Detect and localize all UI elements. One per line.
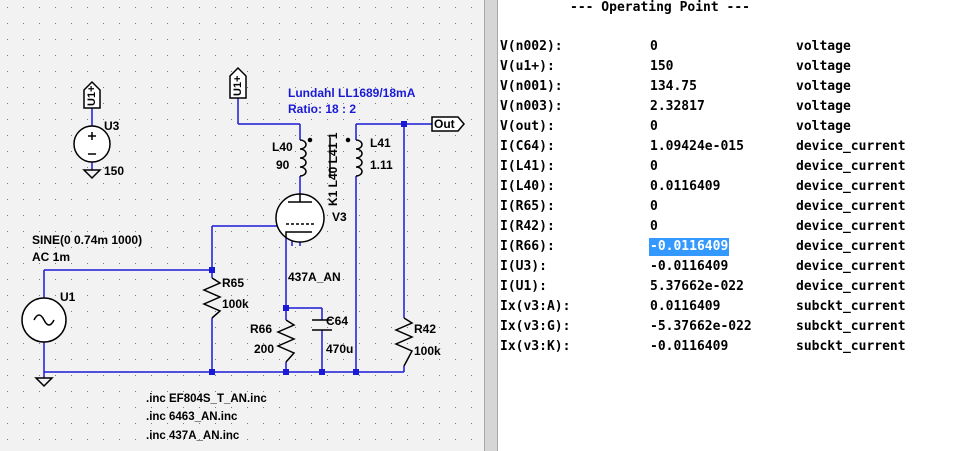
node-name: V(n003):	[500, 99, 563, 114]
quantity-type: device_current	[796, 179, 906, 194]
quantity-type: device_current	[796, 139, 906, 154]
node-value[interactable]: 0	[650, 159, 658, 174]
out-net-flag[interactable]	[431, 116, 465, 132]
schematic-drawing[interactable]	[0, 0, 484, 451]
c64-name-label[interactable]: C64	[326, 314, 349, 328]
quantity-type: device_current	[796, 279, 906, 294]
selected-value[interactable]: -0.0116409	[649, 238, 730, 256]
node-value[interactable]: 0	[650, 39, 658, 54]
node-name: Ix(v3:G):	[500, 319, 571, 334]
node-name: I(R66):	[500, 239, 555, 254]
node-name: Ix(v3:K):	[500, 339, 571, 354]
node-name: V(n002):	[500, 39, 563, 54]
quantity-type: device_current	[796, 239, 906, 254]
quantity-type: device_current	[796, 219, 906, 234]
quantity-type: device_current	[796, 259, 906, 274]
u1plus-flag-top-label: U1+	[232, 75, 244, 97]
quantity-type: voltage	[796, 39, 851, 54]
l40-name-label[interactable]: L40	[272, 140, 293, 154]
wires	[43, 98, 432, 378]
l41-value-label[interactable]: 1.11	[370, 158, 393, 172]
node-name: I(U3):	[500, 259, 547, 274]
node-value[interactable]: 150	[650, 59, 674, 74]
v3-triode-tube[interactable]	[275, 193, 325, 243]
u1plus-flag-left-label: U1+	[86, 85, 98, 107]
v3-name-label[interactable]: V3	[332, 210, 347, 224]
quantity-type: subckt_current	[796, 299, 906, 314]
quantity-type: voltage	[796, 79, 851, 94]
r65-value-label[interactable]: 100k	[222, 297, 249, 311]
node-value[interactable]: -0.0116409	[650, 339, 729, 354]
node-value[interactable]: 0.0116409	[650, 299, 721, 314]
node-name: V(n001):	[500, 79, 563, 94]
node-value[interactable]: 0.0116409	[650, 179, 721, 194]
quantity-type: device_current	[796, 199, 906, 214]
r66-name-label[interactable]: R66	[250, 322, 273, 336]
transformer-title-label[interactable]: Lundahl LL1689/18mA	[288, 86, 416, 100]
u1plus-flag-left[interactable]	[83, 80, 101, 109]
junction-dots	[209, 121, 407, 375]
node-name: I(R65):	[500, 199, 555, 214]
node-name: Ix(v3:A):	[500, 299, 571, 314]
u3-name-label[interactable]: U3	[104, 119, 120, 133]
tube-model-label[interactable]: 437A_AN	[288, 270, 341, 284]
node-value[interactable]: 0	[650, 199, 658, 214]
operating-point-title: --- Operating Point ---	[570, 0, 751, 15]
u1-sine-source[interactable]	[21, 297, 67, 388]
quantity-type: subckt_current	[796, 339, 906, 354]
transformer-ratio-label[interactable]: Ratio: 18 : 2	[288, 102, 357, 116]
node-name: V(out):	[500, 119, 555, 134]
include-directive-1[interactable]: .inc EF804S_T_AN.inc	[146, 393, 267, 405]
node-value[interactable]: -0.0116409	[650, 259, 729, 274]
quantity-type: voltage	[796, 99, 851, 114]
pane-splitter[interactable]	[484, 0, 498, 451]
u1-name-label[interactable]: U1	[60, 290, 76, 304]
out-flag-label: Out	[434, 117, 455, 131]
node-name: I(U1):	[500, 279, 547, 294]
r66-resistor[interactable]	[276, 319, 296, 363]
c64-capacitor[interactable]	[312, 319, 332, 331]
include-directive-2[interactable]: .inc 6463_AN.inc	[146, 411, 238, 423]
node-name: I(R42):	[500, 219, 555, 234]
quantity-type: device_current	[796, 159, 906, 174]
node-name: I(L41):	[500, 159, 555, 174]
quantity-type: subckt_current	[796, 319, 906, 334]
node-value[interactable]: 134.75	[650, 79, 697, 94]
node-name: I(C64):	[500, 139, 555, 154]
l41-name-label[interactable]: L41	[370, 136, 391, 150]
node-value[interactable]: 0	[650, 219, 658, 234]
ac-spec-label[interactable]: AC 1m	[32, 250, 71, 264]
node-value[interactable]: 0	[650, 119, 658, 134]
r42-value-label[interactable]: 100k	[414, 344, 441, 358]
u1plus-flag-top[interactable]	[229, 66, 247, 99]
r65-name-label[interactable]: R65	[222, 276, 245, 290]
r65-resistor[interactable]	[202, 277, 222, 319]
node-value[interactable]: 2.32817	[650, 99, 705, 114]
r42-resistor[interactable]	[394, 317, 414, 367]
include-directive-3[interactable]: .inc 437A_AN.inc	[146, 430, 240, 442]
u3-voltage-source[interactable]	[73, 125, 111, 180]
l40-value-label[interactable]: 90	[276, 158, 290, 172]
quantity-type: voltage	[796, 59, 851, 74]
u3-value-label[interactable]: 150	[104, 164, 125, 178]
node-value[interactable]: 1.09424e-015	[650, 139, 744, 154]
c64-value-label[interactable]: 470u	[326, 342, 354, 356]
l40-inductor[interactable]	[299, 137, 313, 177]
schematic-canvas[interactable]: U1+ U1+ U3 150 Lundahl LL1689/18mA Ratio…	[0, 0, 484, 451]
r66-value-label[interactable]: 200	[254, 342, 275, 356]
k1-coupling-label[interactable]: K1 L40 L41 1	[326, 132, 340, 206]
node-name: I(L40):	[500, 179, 555, 194]
quantity-type: voltage	[796, 119, 851, 134]
r42-name-label[interactable]: R42	[414, 322, 437, 336]
l41-inductor[interactable]	[345, 137, 363, 177]
node-value[interactable]: 5.37662e-022	[650, 279, 744, 294]
operating-point-panel[interactable]: --- Operating Point --- V(n002): 0 voltage…	[498, 0, 958, 451]
node-name: V(u1+):	[500, 59, 555, 74]
sine-spec-label[interactable]: SINE(0 0.74m 1000)	[32, 233, 143, 247]
node-value[interactable]: -5.37662e-022	[650, 319, 752, 334]
